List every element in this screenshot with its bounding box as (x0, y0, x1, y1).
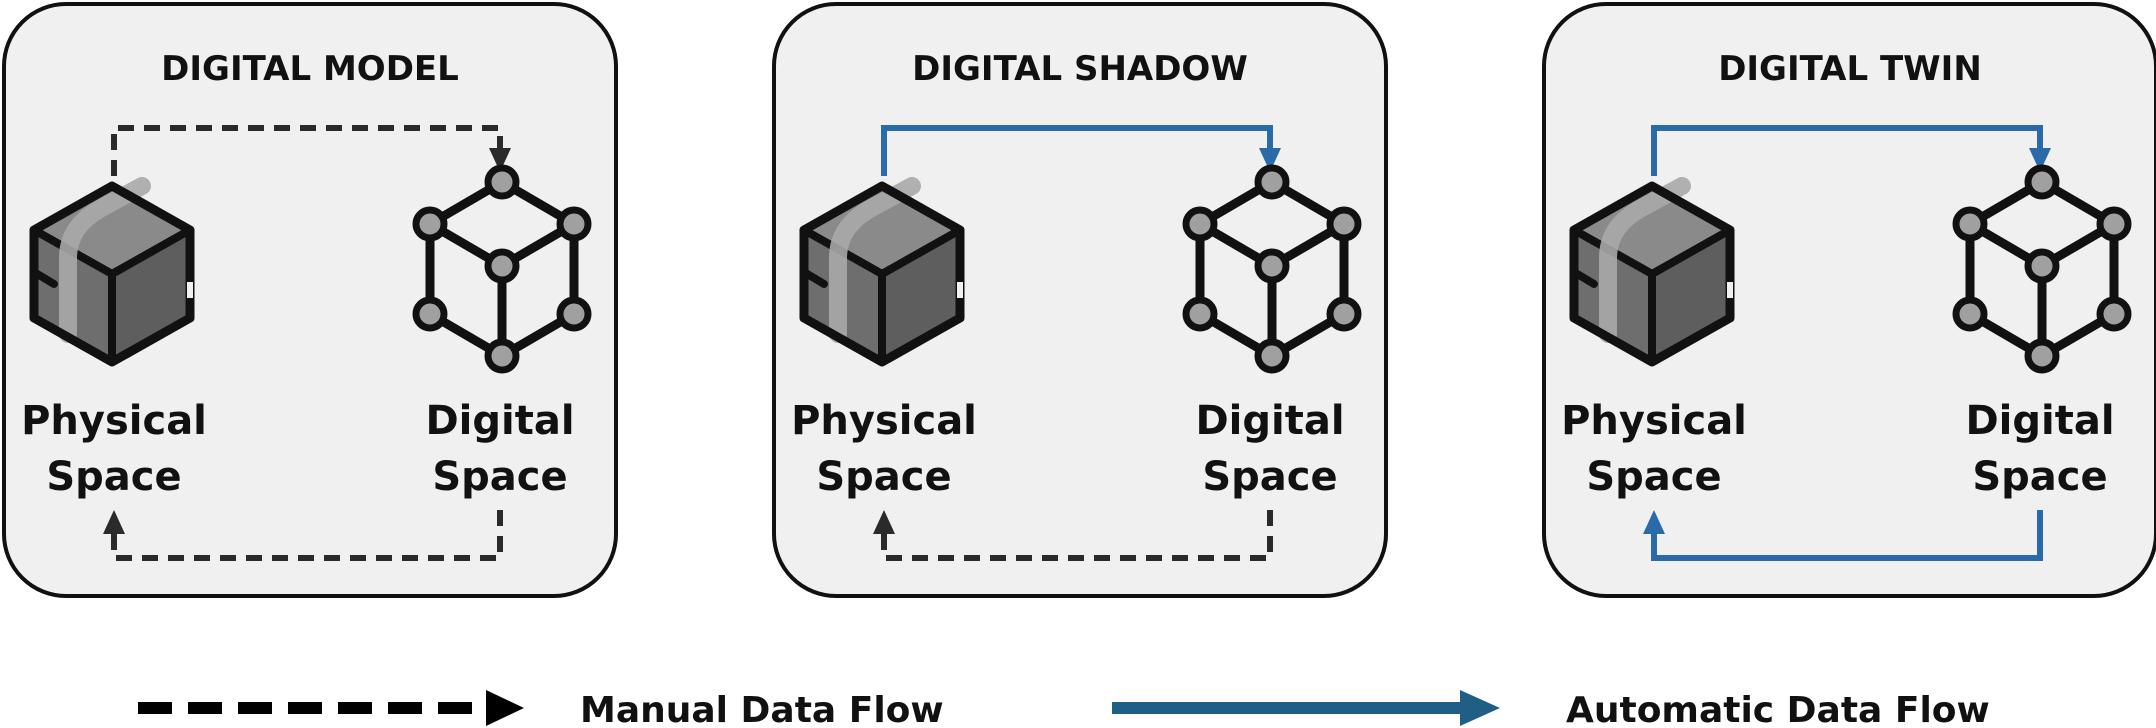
digital-space-label-line1: Digital (425, 398, 574, 444)
digital-space-label-line2: Space (1972, 454, 2107, 500)
wireframe-cube-icon (1952, 164, 2132, 374)
solid-cube-icon (29, 177, 195, 367)
physical-space-label-line2: Space (46, 454, 181, 500)
digital-space-label-line2: Space (432, 454, 567, 500)
return-flow-line (111, 510, 503, 561)
panel-frame (2, 2, 618, 598)
return-flow-arrowhead (873, 510, 895, 534)
physical-space-label-line1: Physical (1561, 398, 1747, 444)
return-flow-arrowhead (103, 510, 125, 534)
digital-space-label-line1: Digital (1965, 398, 2114, 444)
forward-flow-line (1651, 125, 2043, 176)
wireframe-cube-icon (1182, 164, 1362, 374)
panel-title: DIGITAL TWIN (1718, 49, 1982, 89)
forward-flow-arrowhead (2029, 148, 2051, 172)
legend-manual-arrowhead (486, 690, 524, 726)
return-flow-arrowhead (1643, 510, 1665, 534)
legend: Manual Data Flow Automatic Data Flow (138, 690, 1990, 728)
forward-flow-line (881, 125, 1273, 176)
panel-title: DIGITAL MODEL (161, 49, 459, 89)
physical-space-label-line2: Space (1586, 454, 1721, 500)
forward-flow-arrowhead (489, 148, 511, 172)
solid-cube-icon (1569, 177, 1735, 367)
physical-space-label-line2: Space (816, 454, 951, 500)
forward-flow-arrowhead (1259, 148, 1281, 172)
legend-manual-label: Manual Data Flow (580, 690, 944, 728)
panel-frame (772, 2, 1388, 598)
panel-title: DIGITAL SHADOW (912, 49, 1248, 89)
return-flow-line (1651, 510, 2043, 561)
physical-space-label-line1: Physical (21, 398, 207, 444)
panel-frame (1542, 2, 2156, 598)
return-flow-line (881, 510, 1273, 561)
solid-cube-icon (799, 177, 965, 367)
legend-automatic-label: Automatic Data Flow (1566, 690, 1990, 728)
legend-manual: Manual Data Flow (138, 690, 944, 728)
legend-automatic: Automatic Data Flow (1112, 690, 1990, 728)
wireframe-cube-icon (412, 164, 592, 374)
digital-space-label-line2: Space (1202, 454, 1337, 500)
digital-space-label-line1: Digital (1195, 398, 1344, 444)
forward-flow-line (111, 125, 503, 176)
legend-automatic-arrowhead (1460, 690, 1500, 726)
panels: DIGITAL MODELPhysicalSpaceDigitalSpaceDI… (2, 2, 2156, 598)
physical-space-label-line1: Physical (791, 398, 977, 444)
